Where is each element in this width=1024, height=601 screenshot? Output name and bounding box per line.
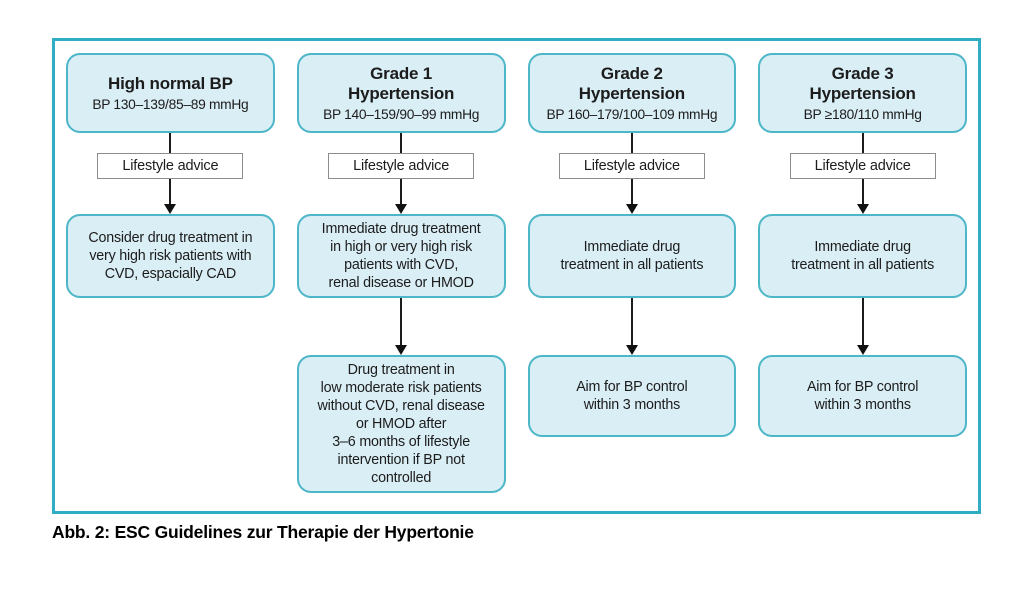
bp-range-text: BP ≥180/110 mmHg [803,106,922,122]
flowchart-frame: High normal BP BP 130–139/85–89 mmHg Lif… [52,38,981,514]
connector-line [169,133,172,153]
down-arrow [164,179,177,214]
bp-category-title: High normal BP [108,74,233,94]
arrow-head [395,345,408,355]
lifestyle-advice-box: Lifestyle advice [558,153,705,179]
bp-category-box: Grade 1 Hypertension BP 140–159/90–99 mm… [296,53,506,133]
down-arrow [856,179,869,214]
down-arrow [625,179,638,214]
figure-caption: Abb. 2: ESC Guidelines zur Therapie der … [52,522,474,542]
lifestyle-advice-box: Lifestyle advice [97,153,244,179]
arrow-head [164,204,177,214]
treatment-box: Immediate drug treatment in all patients [758,214,967,298]
down-arrow [395,298,408,355]
bp-range-text: BP 140–159/90–99 mmHg [323,106,480,122]
down-arrow [625,298,638,355]
arrow-head [625,345,638,355]
followup-box: Aim for BP control within 3 months [527,355,737,437]
followup-text: Drug treatment in low moderate risk pati… [317,362,485,486]
followup-box: Drug treatment in low moderate risk pati… [296,355,506,493]
arrow-head [856,204,869,214]
treatment-text: Immediate drug treatment in all patients [791,239,935,273]
bp-category-title: Grade 1 Hypertension [348,64,455,103]
bp-category-box: Grade 3 Hypertension BP ≥180/110 mmHg [758,53,967,133]
lifestyle-advice-box: Lifestyle advice [328,153,475,179]
connector-line [400,133,403,153]
arrow-line [400,298,403,346]
flow-column-grade-2: Grade 2 Hypertension BP 160–179/100–109 … [527,53,737,499]
bp-category-title: Grade 2 Hypertension [578,64,685,103]
lifestyle-advice-box: Lifestyle advice [789,153,936,179]
treatment-text: Consider drug treatment in very high ris… [88,230,253,282]
bp-category-box: Grade 2 Hypertension BP 160–179/100–109 … [527,53,737,133]
flow-column-grade-1: Grade 1 Hypertension BP 140–159/90–99 mm… [296,53,506,499]
lifestyle-advice-label: Lifestyle advice [583,158,680,174]
bp-category-box: High normal BP BP 130–139/85–89 mmHg [66,53,275,133]
connector-line [630,133,633,153]
treatment-box: Immediate drug treatment in high or very… [296,214,506,298]
bp-category-title: Grade 3 Hypertension [809,64,916,103]
treatment-text: Immediate drug treatment in high or very… [321,221,481,291]
treatment-box: Consider drug treatment in very high ris… [66,214,275,298]
flow-column-high-normal-bp: High normal BP BP 130–139/85–89 mmHg Lif… [66,53,275,499]
lifestyle-advice-label: Lifestyle advice [353,158,450,174]
treatment-text: Immediate drug treatment in all patients [560,239,704,273]
connector-line [861,133,864,153]
arrow-head [625,204,638,214]
arrow-line [400,179,403,205]
treatment-box: Immediate drug treatment in all patients [527,214,737,298]
bp-range-text: BP 160–179/100–109 mmHg [546,106,718,122]
bp-range-text: BP 130–139/85–89 mmHg [92,96,249,112]
down-arrow [856,298,869,355]
arrow-line [630,179,633,205]
flow-column-grade-3: Grade 3 Hypertension BP ≥180/110 mmHg Li… [758,53,967,499]
arrow-head [395,204,408,214]
followup-text: Aim for BP control within 3 months [576,379,688,413]
arrow-line [630,298,633,346]
arrow-line [169,179,172,205]
arrow-line [861,179,864,205]
lifestyle-advice-label: Lifestyle advice [814,158,911,174]
lifestyle-advice-label: Lifestyle advice [122,158,219,174]
followup-text: Aim for BP control within 3 months [806,379,919,413]
followup-box: Aim for BP control within 3 months [758,355,967,437]
down-arrow [395,179,408,214]
arrow-head [856,345,869,355]
arrow-line [861,298,864,346]
